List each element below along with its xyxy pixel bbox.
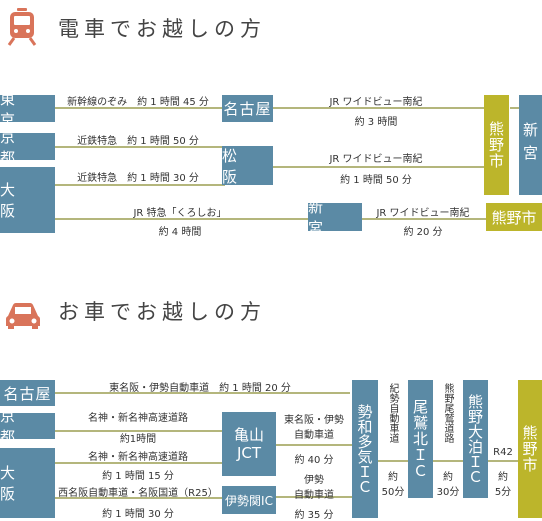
label-kisei-road: 紀勢自動車道 [387, 383, 398, 443]
label-nagoya-kumano-time: 約 3 時間 [354, 117, 398, 128]
label-tokyo-nagoya: 新幹線のぞみ 約 1 時間 45 分 [67, 97, 209, 108]
origin-nagoya: 名古屋 [0, 380, 55, 406]
label-osaka-shingu: JR 特急「くろしお」 [133, 208, 227, 219]
label-nagoya-route: 東名阪・伊勢自動車道 約 1 時間 20 分 [109, 383, 291, 394]
label-kyoto-route: 名神・新名神高速道路 [88, 413, 188, 424]
label-kyoto-time: 約1時間 [119, 434, 157, 445]
car-heading: お車でお越しの方 [58, 300, 266, 324]
destination-kumanoshi: 熊野市 [518, 380, 542, 518]
station-shingu: 新 宮 [308, 198, 362, 237]
label-kameyama-time: 約 40 分 [294, 455, 334, 466]
car-icon [6, 303, 40, 329]
label-osaka-matsusaka: 近鉄特急 約 1 時間 30 分 [77, 173, 199, 184]
station-kumanoshi: 熊野市 [486, 203, 542, 231]
station-kyoto: 京 都 [0, 128, 55, 167]
origin-osaka: 大 阪 [0, 448, 55, 518]
label-shingu-kumano: JR ワイドビュー南紀 [376, 208, 470, 219]
iseseki-ic: 伊勢関IC [222, 486, 276, 514]
station-nagoya: 名古屋 [222, 95, 273, 122]
label-osaka1-time: 約 1 時間 15 分 [102, 471, 174, 482]
train-heading: 電車でお越しの方 [58, 17, 266, 41]
station-shingu-vertical: 新宮 [519, 95, 542, 195]
label-matsusaka-kumano: JR ワイドビュー南紀 [329, 154, 423, 165]
train-icon [7, 8, 37, 46]
label-nagoya-kumano: JR ワイドビュー南紀 [329, 97, 423, 108]
origin-kyoto: 京 都 [0, 407, 55, 446]
label-osaka1-route: 名神・新名神高速道路 [88, 452, 188, 463]
label-kyoto-matsusaka: 近鉄特急 約 1 時間 50 分 [77, 136, 199, 147]
owashi-kita-ic: 尾鷲北ＩＣ [408, 380, 433, 498]
label-iseseki-route: 伊勢 自動車道 [294, 475, 334, 501]
label-iseseki-time: 約 35 分 [294, 510, 334, 521]
label-shingu-kumano-time: 約 20 分 [403, 227, 443, 238]
kameyama-jct: 亀山 JCT [222, 412, 276, 476]
station-kumanoshi-vertical: 熊野市 [484, 95, 509, 195]
station-osaka: 大 阪 [0, 167, 55, 233]
label-r42: R42 [493, 447, 513, 458]
label-kameyama-route: 東名阪・伊勢 自動車道 [284, 415, 344, 441]
seiwa-taki-ic: 勢和多気ＩＣ [352, 380, 378, 518]
label-osaka2-time: 約 1 時間 30 分 [102, 509, 174, 520]
kumano-odomari-ic: 熊野大泊ＩＣ [463, 380, 488, 498]
station-matsusaka: 松 阪 [222, 146, 273, 186]
label-osaka2-route: 西名阪自動車道・名阪国道（R25） [58, 488, 218, 499]
station-tokyo: 東 京 [0, 90, 55, 129]
label-matsusaka-kumano-time: 約 1 時間 50 分 [340, 175, 412, 186]
label-osaka-shingu-time: 約 4 時間 [158, 227, 202, 238]
label-r42-time: 約 5分 [494, 472, 512, 498]
label-kumano-owashi-road: 熊野尾鷲道路 [442, 383, 453, 443]
